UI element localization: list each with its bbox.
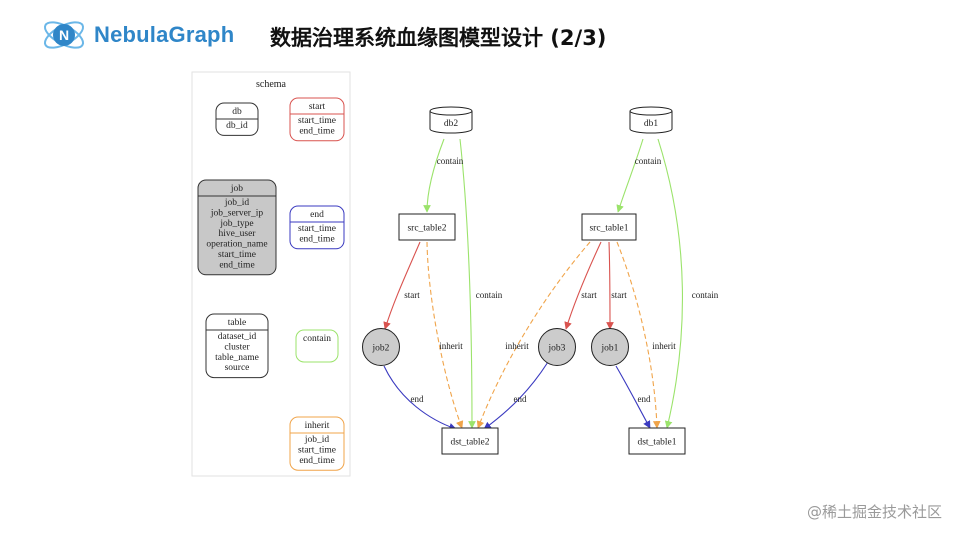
- edge-label-e11: inherit: [652, 341, 676, 351]
- brand-name: NebulaGraph: [94, 22, 235, 47]
- schema-prop: operation_name: [206, 240, 267, 250]
- schema-prop: start_time: [298, 445, 336, 455]
- node-src_table1: src_table1: [581, 213, 637, 241]
- nebulagraph-logo-icon: N: [43, 21, 85, 49]
- edge-contain-db1-src_table1: [616, 138, 644, 213]
- edge-label-e6: contain: [635, 156, 662, 166]
- schema-tag-name: table: [228, 318, 246, 328]
- schema-prop: job_server_ip: [210, 208, 263, 218]
- schema-prop: end_time: [299, 456, 334, 466]
- schema-tag-name: job: [230, 184, 243, 194]
- edge-label-e3: start: [404, 290, 420, 300]
- schema-prop: cluster: [224, 342, 250, 352]
- schema-tag-name: db: [232, 107, 242, 117]
- edge-label-e7: contain: [692, 290, 719, 300]
- schema-prop: start_time: [218, 250, 256, 260]
- node-label: src_table1: [589, 224, 628, 234]
- node-label: dst_table2: [450, 438, 489, 448]
- edge-end-job3-dst_table2: [483, 361, 549, 430]
- schema-prop: dataset_id: [218, 332, 257, 342]
- page-title: 数据治理系统血缘图模型设计 (2/3): [270, 26, 607, 50]
- edge-contain-db1-dst_table1: [657, 138, 683, 429]
- schema-prop: end_time: [299, 126, 334, 136]
- node-dst_table1: dst_table1: [628, 427, 686, 455]
- schema-prop: source: [225, 363, 250, 373]
- node-job3: job3: [538, 328, 576, 366]
- edge-label-e2: contain: [476, 290, 503, 300]
- edge-label-e8: start: [581, 290, 597, 300]
- node-db2: db2: [429, 106, 473, 134]
- schema-prop: db_id: [226, 121, 248, 131]
- schema-prop: job_id: [224, 198, 250, 208]
- node-db1: db1: [629, 106, 673, 134]
- schema-prop: table_name: [215, 353, 259, 363]
- edge-start-src_table1-job3: [564, 241, 602, 330]
- node-label: job2: [372, 344, 390, 354]
- edge-label-e10: inherit: [505, 341, 529, 351]
- node-job1: job1: [591, 328, 629, 366]
- node-dst_table2: dst_table2: [441, 427, 499, 455]
- edge-inherit-src_table1-dst_table1: [616, 241, 661, 429]
- node-label: db1: [644, 119, 659, 129]
- edge-contain-db2-src_table2: [423, 138, 445, 213]
- schema-prop: job_id: [304, 435, 330, 445]
- node-label: job3: [548, 344, 566, 354]
- schema-tag-job: job job_idjob_server_ipjob_typehive_usero…: [197, 179, 277, 276]
- node-label: db2: [444, 119, 459, 129]
- schema-prop: start_time: [298, 224, 336, 234]
- edge-contain-db2-dst_table2: [459, 138, 476, 429]
- edge-label-e13: end: [638, 394, 651, 404]
- edge-start-src_table1-job1: [606, 241, 614, 330]
- edge-end-job2-dst_table2: [383, 365, 457, 431]
- edge-inherit-src_table2-dst_table2: [426, 241, 464, 429]
- schema-title: schema: [256, 79, 287, 90]
- edge-label-e12: end: [514, 394, 527, 404]
- schema-edge-name: end: [310, 210, 324, 220]
- node-label: src_table2: [407, 224, 446, 234]
- schema-prop: end_time: [219, 260, 254, 270]
- edge-label-e4: inherit: [439, 341, 463, 351]
- schema-prop: end_time: [299, 234, 334, 244]
- node-job2: job2: [362, 328, 400, 366]
- schema-prop: start_time: [298, 116, 336, 126]
- edge-inherit-src_table1-dst_table2: [476, 241, 591, 429]
- edge-label-e9: start: [611, 290, 627, 300]
- schema-tag-db: db db_id: [215, 102, 259, 136]
- node-label: job1: [601, 344, 619, 354]
- node-label: dst_table1: [637, 438, 676, 448]
- schema-edge-name: contain: [303, 334, 331, 344]
- schema-edge-name: start: [309, 102, 326, 112]
- edge-label-e1: contain: [437, 156, 464, 166]
- edge-start-src_table2-job2: [383, 241, 421, 330]
- edge-label-e5: end: [411, 394, 424, 404]
- watermark: @稀土掘金技术社区: [806, 503, 942, 521]
- node-src_table2: src_table2: [398, 213, 456, 241]
- schema-prop: job_type: [219, 219, 253, 229]
- schema-edge-contain: contain: [295, 329, 339, 363]
- schema-prop: hive_user: [219, 229, 257, 239]
- edge-end-job1-dst_table1: [615, 365, 651, 429]
- schema-edge-name: inherit: [305, 421, 330, 431]
- logo-letter: N: [59, 27, 69, 43]
